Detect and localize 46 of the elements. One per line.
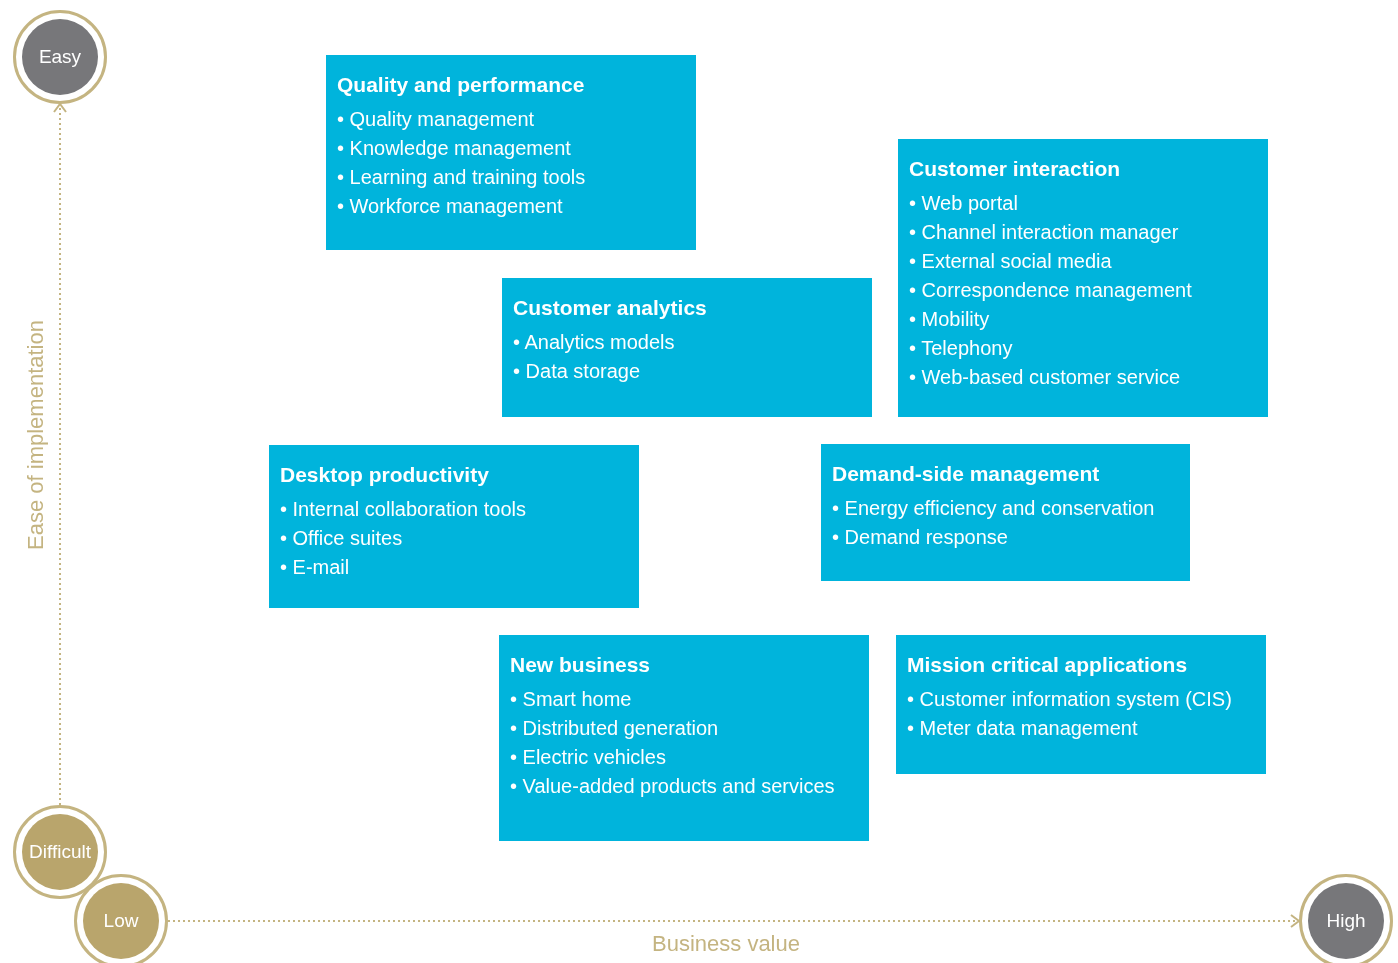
list-item: • Smart home [510, 687, 633, 712]
list-item: • Correspondence management [909, 278, 1193, 303]
axis-arrow [53, 103, 67, 806]
category-box [896, 635, 1266, 774]
list-item: • Meter data management [907, 716, 1139, 741]
category-box [269, 445, 639, 608]
list-item: • Demand response [832, 525, 1009, 550]
list-item: • Office suites [280, 526, 404, 551]
list-item: • Distributed generation [510, 716, 720, 741]
axis-end-circle: Easy [13, 10, 107, 104]
box-heading: Customer interaction [909, 157, 1121, 181]
category-box [502, 278, 872, 417]
list-item: • Data storage [513, 359, 642, 384]
list-item: • Customer information system (CIS) [907, 687, 1233, 712]
list-item: • Workforce management [337, 194, 564, 219]
list-item: • Web portal [909, 191, 1019, 216]
list-item: • Knowledge management [337, 136, 572, 161]
list-item: • E-mail [280, 555, 351, 580]
list-item: • Mobility [909, 307, 991, 332]
axis-end-circle: High [1299, 874, 1393, 963]
list-item: • External social media [909, 249, 1113, 274]
box-heading: Quality and performance [337, 73, 585, 97]
list-item: • Internal collaboration tools [280, 497, 528, 522]
list-item: • Web-based customer service [909, 365, 1182, 390]
box-heading: Customer analytics [513, 296, 707, 320]
box-heading: Desktop productivity [280, 463, 489, 487]
category-box [898, 139, 1268, 417]
axis-label: Business value [652, 931, 800, 957]
axis-end-circle: Difficult [13, 805, 107, 899]
list-item: • Telephony [909, 336, 1014, 361]
list-item: • Learning and training tools [337, 165, 587, 190]
axis-end-circle: Low [74, 874, 168, 963]
box-heading: New business [510, 653, 651, 677]
axis-label: Ease of implementation [22, 320, 49, 550]
category-box [821, 444, 1190, 581]
list-item: • Energy efficiency and conservation [832, 496, 1156, 521]
box-heading: Demand-side management [832, 462, 1100, 486]
box-heading: Mission critical applications [907, 653, 1188, 677]
category-box [499, 635, 869, 841]
list-item: • Value-added products and services [510, 774, 836, 799]
list-item: • Quality management [337, 107, 536, 132]
axis-arrow [167, 914, 1300, 928]
category-box [326, 55, 696, 250]
list-item: • Channel interaction manager [909, 220, 1180, 245]
list-item: • Analytics models [513, 330, 676, 355]
list-item: • Electric vehicles [510, 745, 667, 770]
